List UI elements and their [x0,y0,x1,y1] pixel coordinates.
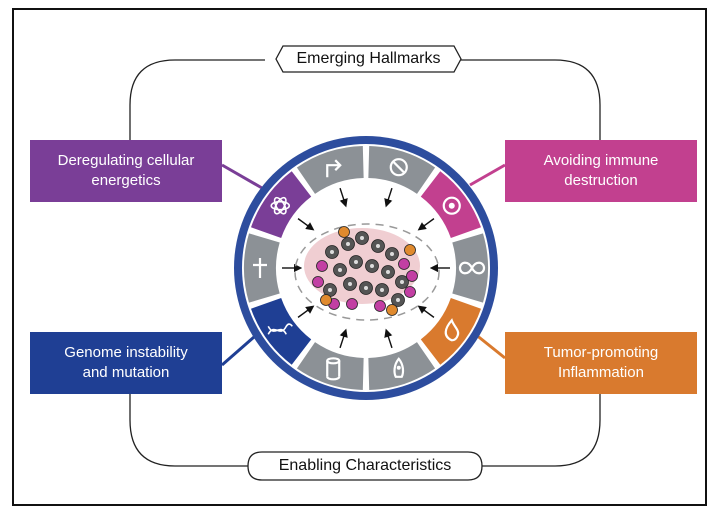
tumor-cell [374,300,386,312]
tumor-cell [406,270,418,282]
arrow-icon [326,159,342,178]
tumor-cell [386,304,398,316]
wheel-segment [420,298,482,365]
wheel-segment [244,233,280,303]
flame-icon [444,318,460,342]
tumor-cell [404,244,416,256]
wheel-segment [250,171,312,238]
rocket-icon [393,357,405,378]
tumor-cell [312,276,324,288]
tumor-cell [398,258,410,270]
tumor-cluster [294,223,440,321]
inward-arrow [339,328,348,349]
wheel-segment [452,233,488,303]
tumor-cell [346,298,358,310]
inward-arrow [384,328,393,349]
infinity-icon [458,261,486,275]
avoiding-immune-destruction-box: Avoiding immune destruction [505,140,697,202]
cylinder-icon [326,357,341,381]
enabling-characteristics-label: Enabling Characteristics [278,457,452,474]
no-entry-icon [389,158,408,177]
wheel-segment [296,342,364,390]
deregulating-energetics-box: Deregulating cellular energetics [30,140,222,202]
inward-arrow [297,218,315,231]
footer-label-shape [247,451,483,481]
tumor-promoting-inflammation-box: Tumor-promoting Inflammation [505,332,697,394]
link-immune [469,163,506,187]
atom-icon [270,196,291,215]
inward-arrow [417,305,435,318]
wheel-segment [296,146,364,194]
inward-arrow [384,187,393,208]
tumor-cell [404,286,416,298]
top-connector [129,59,601,145]
tumor-cell [320,294,332,306]
bottom-connector [129,393,601,467]
genome-instability-box: Genome instability and mutation [30,332,222,394]
immune-cell-icon [442,196,461,215]
inward-arrow [297,305,315,318]
cross-icon [253,258,267,278]
tumor-cell [316,260,328,272]
inward-arrow [339,187,348,208]
dna-icon [267,323,293,335]
inward-arrow [417,218,435,231]
link-energetics [221,163,263,190]
header-label-shape [275,45,462,73]
tumor-cell [338,226,350,238]
emerging-hallmarks-label: Emerging Hallmarks [296,50,441,67]
